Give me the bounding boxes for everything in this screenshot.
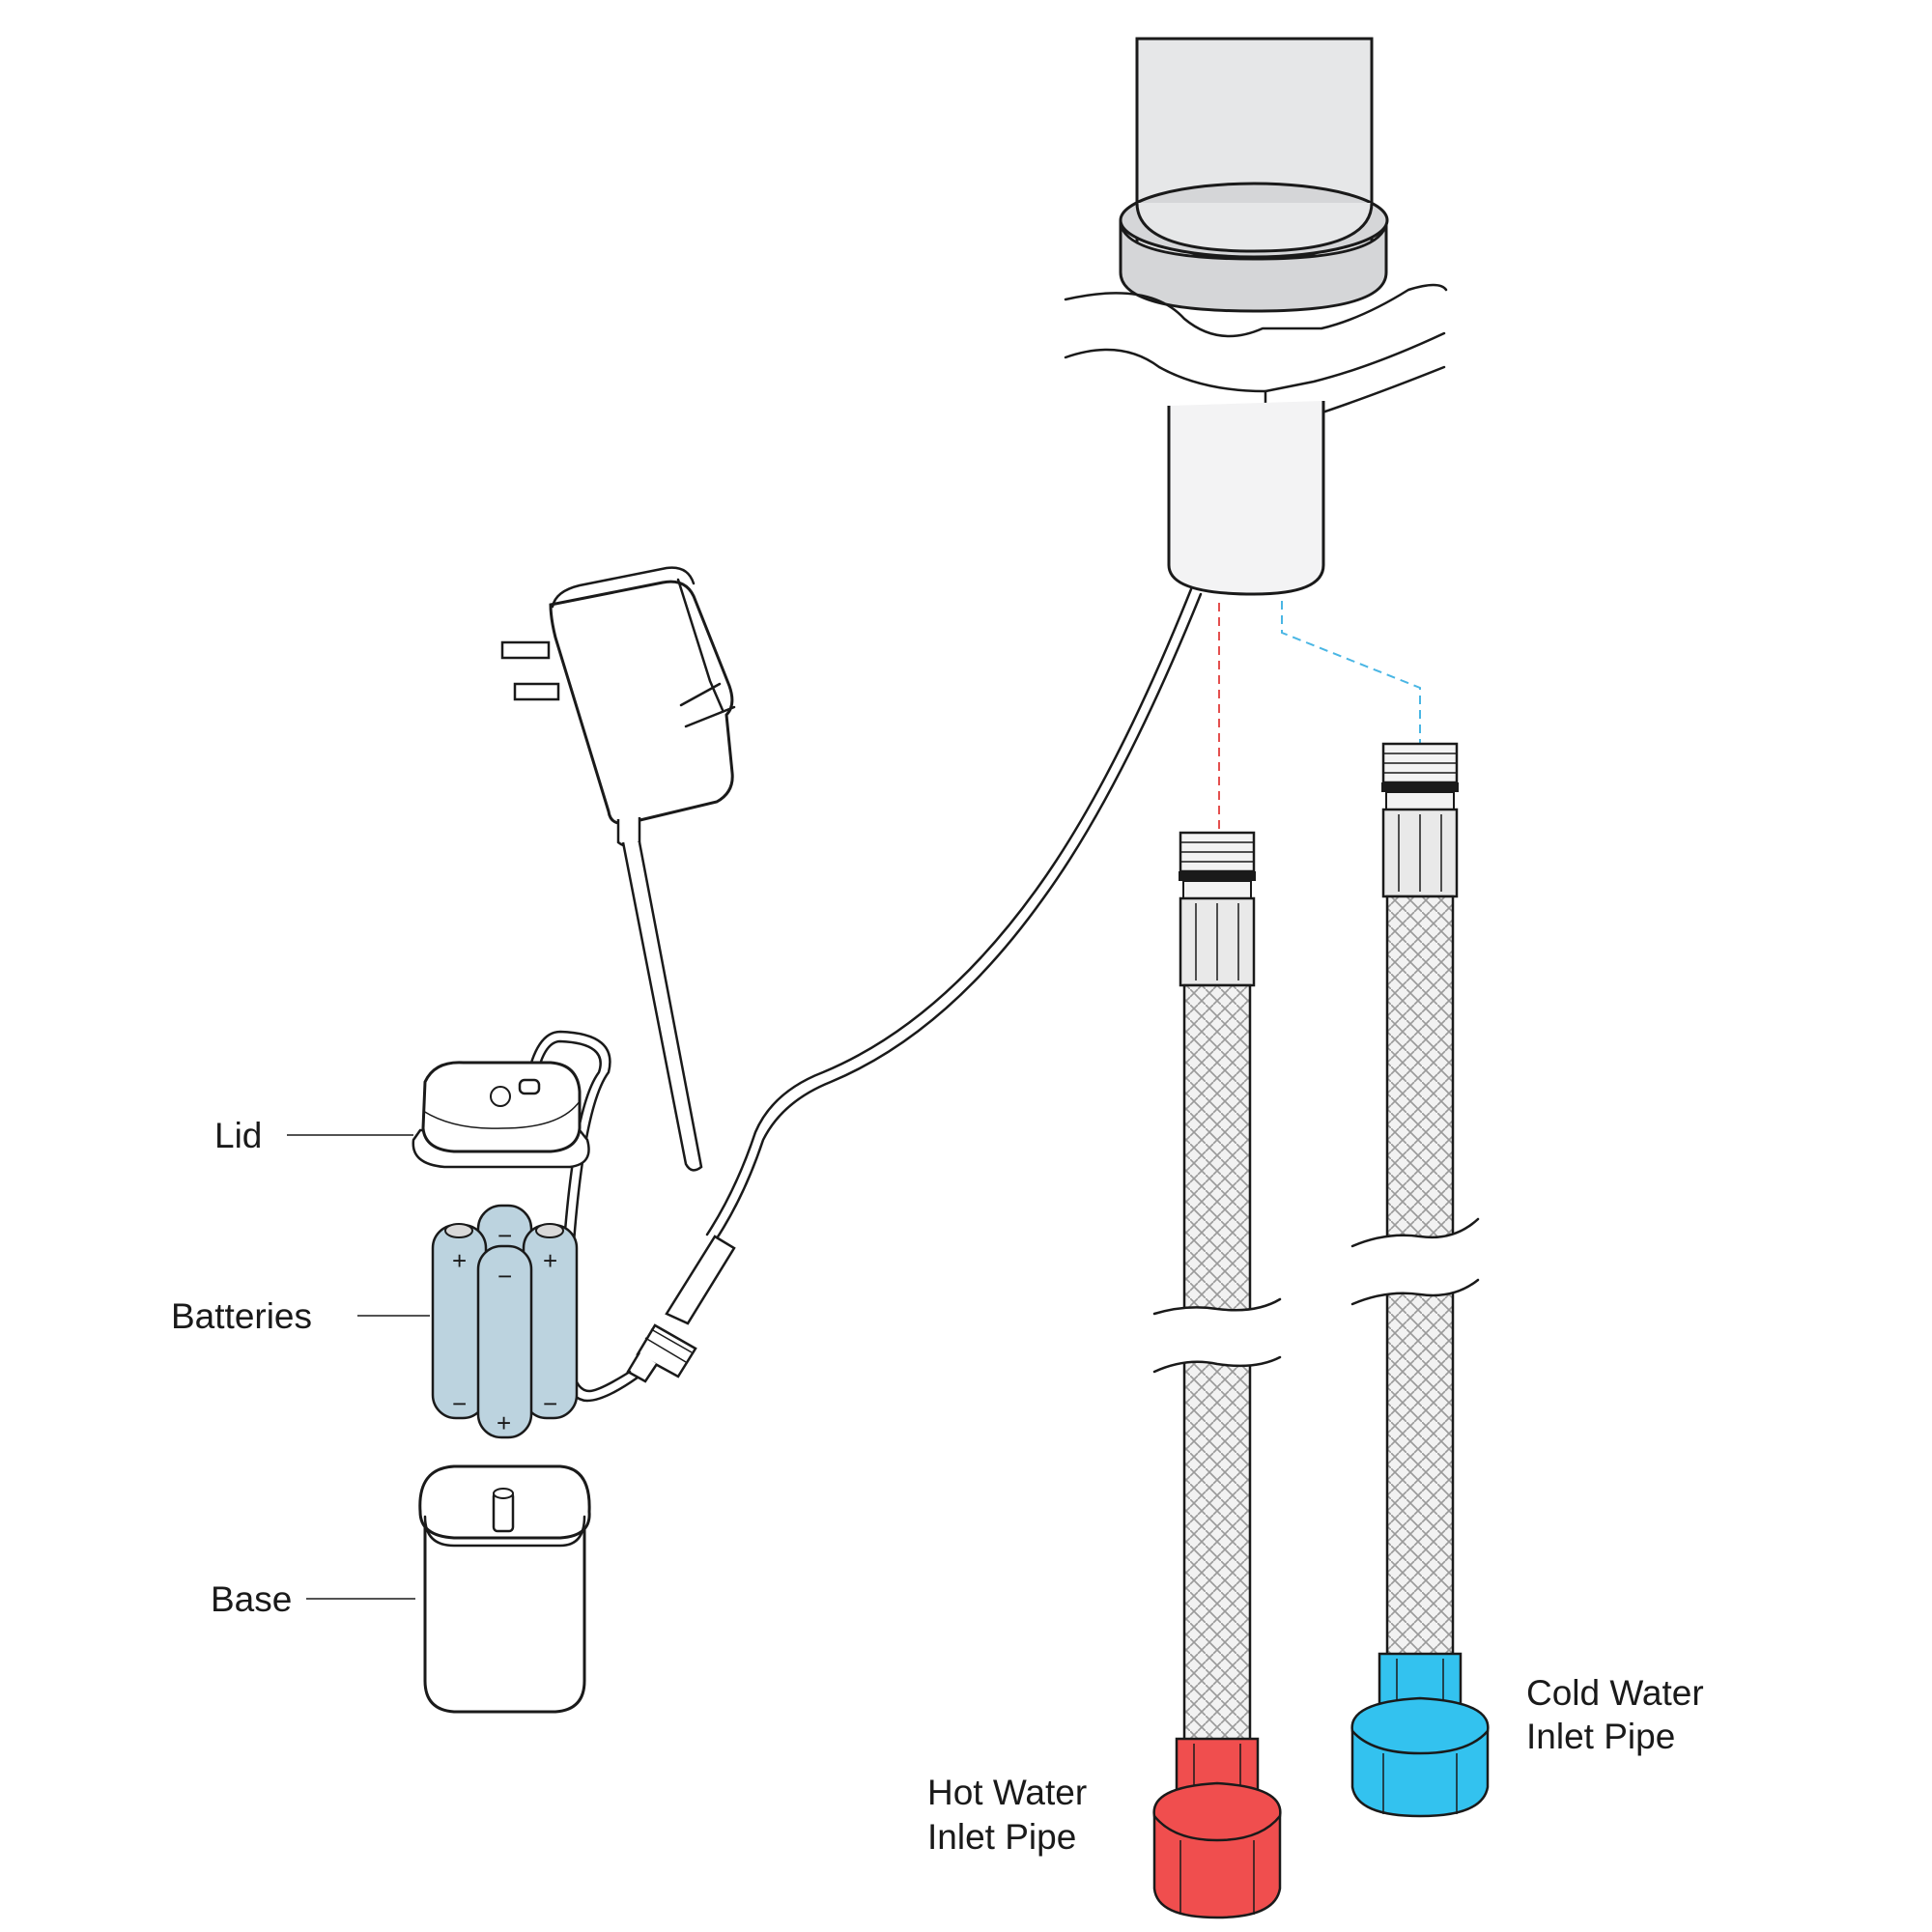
battery-minus-mark: − (497, 1262, 512, 1291)
label-hot-water-line1: Hot Water (927, 1773, 1087, 1812)
label-batteries: Batteries (171, 1296, 312, 1336)
label-base: Base (211, 1579, 292, 1619)
label-lid: Lid (214, 1116, 262, 1155)
battery-box-lid (412, 1061, 590, 1169)
battery-plus-mark: + (543, 1246, 557, 1275)
power-adapter-icon (500, 566, 736, 1172)
faucet-body (1064, 37, 1448, 596)
battery-box-base (418, 1464, 591, 1714)
label-hot-water-line2: Inlet Pipe (927, 1817, 1076, 1857)
cold-guide-line (1281, 601, 1421, 753)
label-cold-water-line1: Cold Water (1526, 1673, 1704, 1713)
battery-minus-mark: − (497, 1221, 512, 1250)
label-cold-water-line2: Inlet Pipe (1526, 1717, 1675, 1756)
battery-plus-mark: + (452, 1246, 467, 1275)
battery-minus-mark: − (543, 1389, 557, 1418)
aa-batteries: + + − − − − + (431, 1204, 579, 1439)
battery-minus-mark: − (452, 1389, 467, 1418)
braided-hose-hot (1152, 831, 1282, 1919)
sensor-cable (525, 587, 1203, 1403)
battery-plus-mark: + (497, 1408, 511, 1437)
braided-hose-cold (1350, 742, 1490, 1818)
